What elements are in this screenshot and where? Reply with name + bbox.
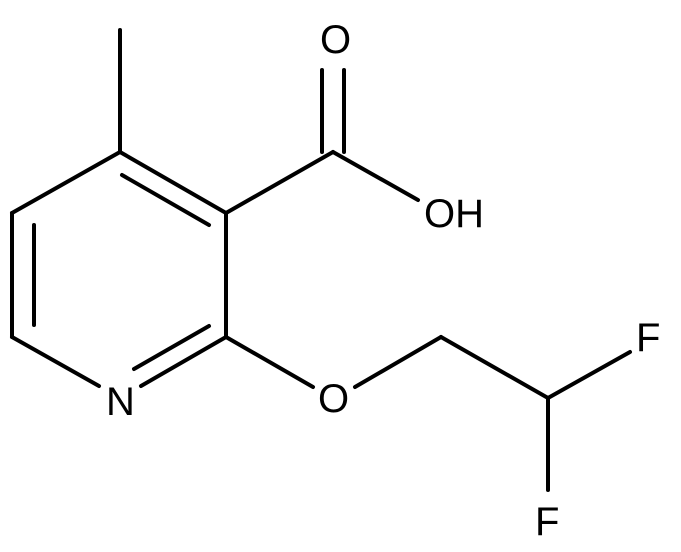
bond-c2-n-double [132, 324, 211, 371]
bond-c-oh [331, 150, 420, 202]
bond-c-f1 [546, 350, 632, 400]
atom-fluorine-upper: F [636, 316, 660, 360]
bond-c4-c3-double [120, 173, 211, 227]
atom-labels: O OH N O F F [106, 18, 660, 544]
bond-c3-cooh [224, 150, 335, 215]
atom-hydroxyl: OH [424, 192, 484, 236]
atom-oxygen-ether: O [318, 377, 349, 421]
bonds [10, 28, 632, 492]
atom-oxygen-carbonyl: O [320, 18, 351, 62]
bond-c5-c4 [10, 150, 122, 215]
atom-fluorine-lower: F [535, 500, 559, 544]
bond-n-c6 [10, 335, 101, 388]
bond-c2-n [139, 335, 228, 388]
bond-c2-o [224, 335, 315, 389]
bond-c4-c3 [118, 150, 228, 215]
bond-o-ch2 [353, 335, 443, 389]
atom-nitrogen: N [106, 380, 135, 424]
bond-ch2-chf2 [439, 335, 550, 400]
